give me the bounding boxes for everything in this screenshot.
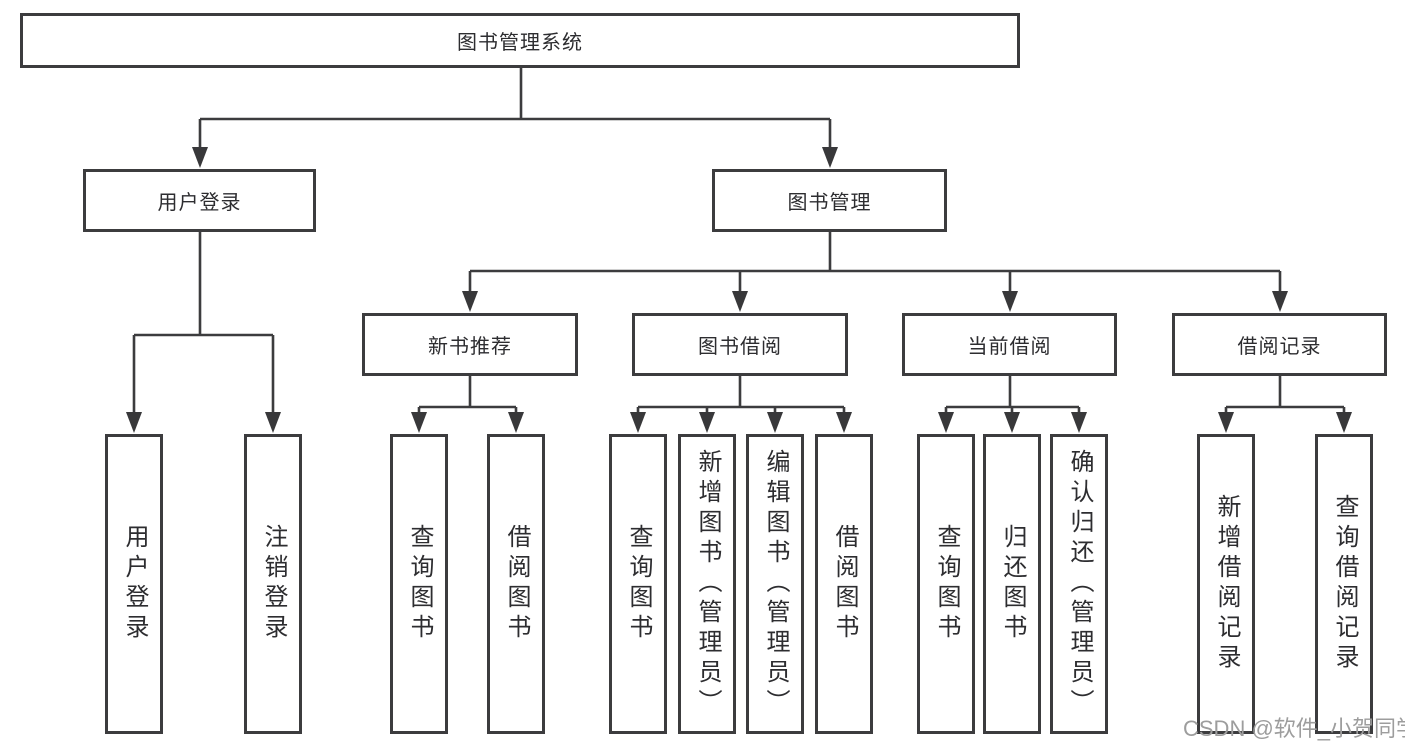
leaf-edit-book-admin-label: 编辑图书（管理员）	[762, 449, 789, 719]
leaf-query-borrow-record-label: 查询借阅记录	[1331, 494, 1358, 674]
leaf-query-books-recommend-label: 查询图书	[406, 524, 433, 644]
leaf-query-books-current: 查询图书	[917, 434, 975, 734]
leaf-add-borrow-record-label: 新增借阅记录	[1213, 494, 1240, 674]
leaf-user-login: 用户登录	[105, 434, 163, 734]
leaf-borrow-books-borrowing: 借阅图书	[815, 434, 873, 734]
leaf-add-book-admin: 新增图书（管理员）	[678, 434, 736, 734]
leaf-add-borrow-record: 新增借阅记录	[1197, 434, 1255, 734]
node-current-borrowing: 当前借阅	[902, 313, 1117, 376]
leaf-confirm-return-admin: 确认归还（管理员）	[1050, 434, 1108, 734]
node-book-borrowing-label: 图书借阅	[698, 336, 782, 358]
node-book-management-label: 图书管理	[787, 192, 872, 214]
leaf-confirm-return-admin-label: 确认归还（管理员）	[1066, 449, 1093, 719]
leaf-edit-book-admin: 编辑图书（管理员）	[746, 434, 804, 734]
leaf-query-books-current-label: 查询图书	[933, 524, 960, 644]
node-library-system-label: 图书管理系统	[457, 32, 583, 54]
node-user-login: 用户登录	[83, 169, 316, 232]
node-book-management: 图书管理	[712, 169, 947, 232]
leaf-borrow-books-recommend: 借阅图书	[487, 434, 545, 734]
node-current-borrowing-label: 当前借阅	[967, 336, 1052, 358]
watermark: CSDN @软件_小贺同学	[1183, 716, 1405, 741]
node-new-book-recommend: 新书推荐	[362, 313, 578, 376]
leaf-user-login-label: 用户登录	[121, 524, 148, 644]
leaf-borrow-books-recommend-label: 借阅图书	[503, 524, 530, 644]
leaf-return-books-label: 归还图书	[999, 524, 1026, 644]
leaf-query-books-borrowing: 查询图书	[609, 434, 667, 734]
node-user-login-label: 用户登录	[157, 192, 242, 214]
node-borrow-records-label: 借阅记录	[1237, 336, 1322, 358]
leaf-query-books-recommend: 查询图书	[390, 434, 448, 734]
leaf-add-book-admin-label: 新增图书（管理员）	[694, 449, 721, 719]
node-borrow-records: 借阅记录	[1172, 313, 1387, 376]
node-library-system: 图书管理系统	[20, 13, 1020, 68]
leaf-borrow-books-borrowing-label: 借阅图书	[831, 524, 858, 644]
leaf-return-books: 归还图书	[983, 434, 1041, 734]
leaf-logout-label: 注销登录	[260, 524, 287, 644]
leaf-query-borrow-record: 查询借阅记录	[1315, 434, 1373, 734]
node-new-book-recommend-label: 新书推荐	[428, 336, 512, 358]
leaf-logout: 注销登录	[244, 434, 302, 734]
leaf-query-books-borrowing-label: 查询图书	[625, 524, 652, 644]
node-book-borrowing: 图书借阅	[632, 313, 848, 376]
